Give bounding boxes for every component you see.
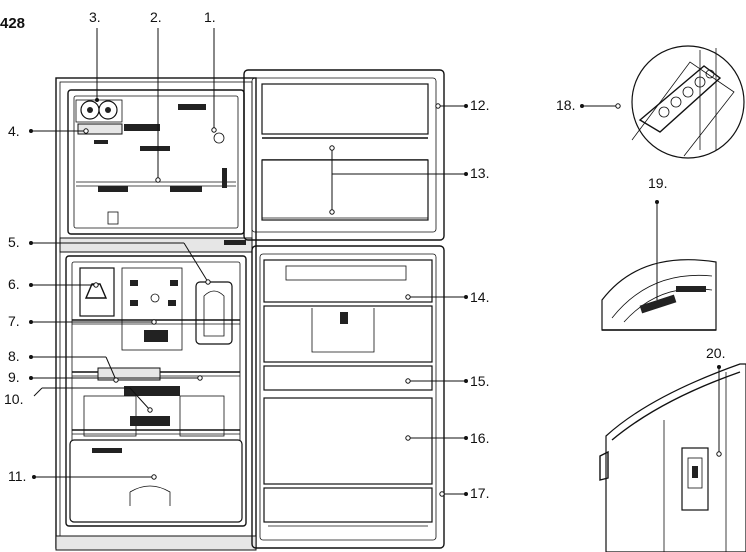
inset-door-dispenser xyxy=(599,363,746,552)
label-17: 17. xyxy=(470,485,489,501)
fridge-doors xyxy=(243,69,445,549)
callout-12: 12. xyxy=(435,97,489,113)
label-12: 12. xyxy=(470,97,489,113)
label-14: 14. xyxy=(470,289,489,305)
label-18: 18. xyxy=(556,97,575,113)
callout-18: 18. xyxy=(556,97,621,113)
label-13: 13. xyxy=(470,165,489,181)
label-8: 8. xyxy=(8,348,20,364)
callout-1: 1. xyxy=(204,9,217,133)
callout-14: 14. xyxy=(405,289,489,305)
label-5: 5. xyxy=(8,234,20,250)
callout-19: 19. xyxy=(648,175,667,300)
label-19: 19. xyxy=(648,175,667,191)
label-3: 3. xyxy=(89,9,101,25)
inset-egg-tray-detail xyxy=(631,45,745,159)
callout-7: 7. xyxy=(8,313,157,329)
label-9: 9. xyxy=(8,369,20,385)
callout-16: 16. xyxy=(405,430,489,446)
callout-13: 13. xyxy=(329,145,489,215)
label-7: 7. xyxy=(8,313,20,329)
callout-17: 17. xyxy=(439,485,489,501)
label-1: 1. xyxy=(204,9,216,25)
label-20: 20. xyxy=(706,345,725,361)
callout-4: 4. xyxy=(8,123,89,139)
label-16: 16. xyxy=(470,430,489,446)
callout-8: 8. xyxy=(8,348,119,383)
callout-20: 20. xyxy=(706,345,725,457)
callout-6: 6. xyxy=(8,276,99,292)
callout-3: 3. xyxy=(89,9,101,102)
callout-9: 9. xyxy=(8,369,203,385)
label-10: 10. xyxy=(4,391,23,407)
page-number: 428 xyxy=(0,15,25,32)
label-15: 15. xyxy=(470,373,489,389)
label-6: 6. xyxy=(8,276,20,292)
callout-5: 5. xyxy=(8,234,211,285)
callout-10: 10. xyxy=(4,387,153,413)
label-11: 11. xyxy=(8,468,26,484)
fridge-cabinet xyxy=(55,77,257,551)
label-2: 2. xyxy=(150,9,162,25)
callout-11: 11. xyxy=(8,468,157,484)
callout-2: 2. xyxy=(150,9,162,183)
inset-shelf-detail xyxy=(601,259,717,331)
label-4: 4. xyxy=(8,123,20,139)
callout-15: 15. xyxy=(405,373,489,389)
